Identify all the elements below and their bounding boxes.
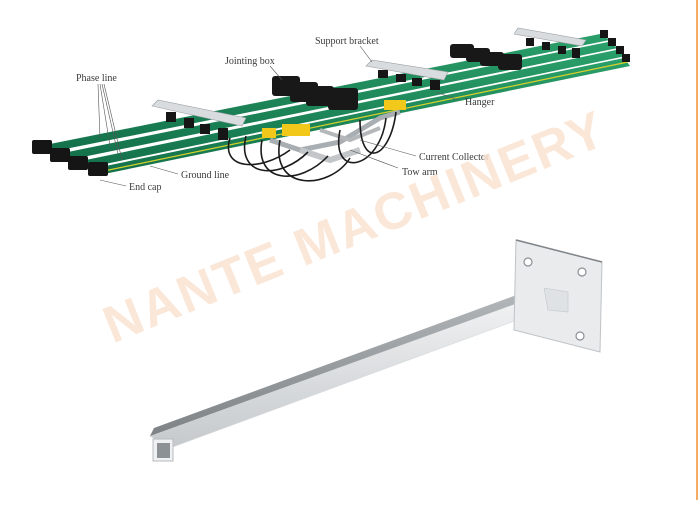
label-end-cap: End cap — [129, 182, 162, 193]
support-brackets — [151, 27, 587, 127]
current-collector — [262, 100, 406, 164]
label-tow-arm: Tow arm — [402, 167, 438, 178]
edge-accent-bar — [696, 0, 698, 500]
label-hanger: Hanger — [465, 97, 495, 108]
leader-lines — [97, 45, 459, 187]
bracket-product — [149, 239, 603, 462]
label-jointing-box: Jointing box — [225, 56, 275, 67]
hangers — [166, 38, 580, 140]
label-current-collector: Current Collector — [419, 152, 490, 163]
jointing-boxes — [272, 44, 522, 110]
label-phase-line: Phase line — [76, 73, 117, 84]
label-ground-line: Ground line — [181, 170, 230, 181]
label-support-bracket: Support bracket — [315, 36, 379, 47]
cables — [227, 111, 397, 182]
end-caps — [32, 140, 108, 176]
